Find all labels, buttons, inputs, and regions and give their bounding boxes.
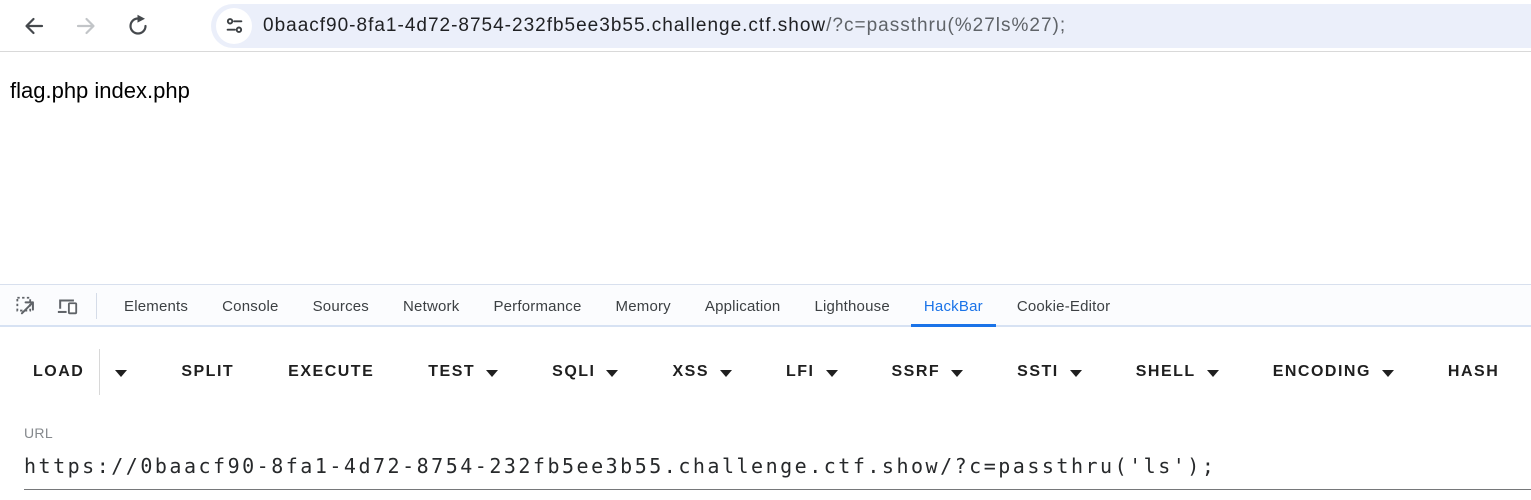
address-bar[interactable]: 0baacf90-8fa1-4d72-8754-232fb5ee3b55.cha… (211, 3, 1531, 48)
caret-down-icon (720, 369, 732, 377)
tab-performance[interactable]: Performance (493, 297, 582, 315)
browser-toolbar: 0baacf90-8fa1-4d72-8754-232fb5ee3b55.cha… (0, 0, 1531, 52)
caret-down-icon (1206, 369, 1219, 377)
caret-down-icon (825, 369, 838, 377)
url-input[interactable]: https://0baacf90-8fa1-4d72-8754-232fb5ee… (24, 441, 1531, 490)
command-output-text: flag.php index.php (10, 78, 190, 103)
split-button[interactable]: SPLIT (181, 363, 235, 380)
tab-application[interactable]: Application (704, 297, 781, 315)
hackbar-toolbar: LOAD SPLIT EXECUTE TEST SQLI XSS (33, 349, 1531, 395)
toolbar-divider (96, 293, 97, 319)
tab-lighthouse[interactable]: Lighthouse (814, 297, 890, 315)
url-query: /?c=passthru(%27ls%27); (826, 14, 1067, 36)
load-dropdown-icon[interactable] (115, 369, 128, 377)
url-domain: 0baacf90-8fa1-4d72-8754-232fb5ee3b55.cha… (263, 14, 827, 36)
shell-menu-button[interactable]: SHELL (1136, 363, 1219, 381)
caret-down-icon (486, 369, 499, 377)
tab-network[interactable]: Network (403, 297, 460, 315)
caret-down-icon (606, 369, 619, 377)
load-label: LOAD (33, 363, 85, 380)
ssrf-menu-button[interactable]: SSRF (892, 363, 964, 381)
ssti-menu-button[interactable]: SSTI (1017, 363, 1082, 381)
caret-down-icon (951, 369, 964, 377)
lfi-menu-button[interactable]: LFI (786, 363, 838, 381)
page-content: flag.php index.php (0, 52, 1531, 284)
inspect-element-icon[interactable] (14, 295, 39, 317)
forward-icon[interactable] (74, 14, 98, 38)
hash-menu-button[interactable]: HASH (1447, 363, 1500, 380)
url-text[interactable]: 0baacf90-8fa1-4d72-8754-232fb5ee3b55.cha… (263, 15, 1066, 37)
back-icon[interactable] (22, 14, 46, 38)
caret-down-icon (1381, 369, 1394, 377)
device-toolbar-icon[interactable] (55, 295, 80, 317)
url-field-label: URL (24, 425, 53, 441)
hackbar-url-field: URL https://0baacf90-8fa1-4d72-8754-232f… (24, 425, 1531, 490)
tab-console[interactable]: Console (222, 297, 279, 315)
caret-down-icon (1069, 369, 1082, 377)
reload-icon[interactable] (126, 14, 150, 38)
test-menu-button[interactable]: TEST (428, 363, 499, 381)
tab-elements[interactable]: Elements (124, 297, 189, 315)
tab-hackbar[interactable]: HackBar (907, 285, 1000, 327)
tab-cookie-editor[interactable]: Cookie-Editor (1016, 297, 1111, 315)
execute-button[interactable]: EXECUTE (288, 363, 375, 380)
encoding-menu-button[interactable]: ENCODING (1273, 363, 1394, 381)
sqli-menu-button[interactable]: SQLI (552, 363, 619, 381)
tab-memory[interactable]: Memory (615, 297, 671, 315)
load-button[interactable]: LOAD (33, 349, 128, 395)
tab-sources[interactable]: Sources (312, 297, 370, 315)
xss-menu-button[interactable]: XSS (672, 363, 732, 381)
hackbar-panel: LOAD SPLIT EXECUTE TEST SQLI XSS (0, 327, 1531, 500)
devtools-tabbar: Elements Console Sources Network Perform… (0, 284, 1531, 327)
load-split-divider (99, 349, 101, 395)
site-settings-icon[interactable] (216, 7, 252, 44)
